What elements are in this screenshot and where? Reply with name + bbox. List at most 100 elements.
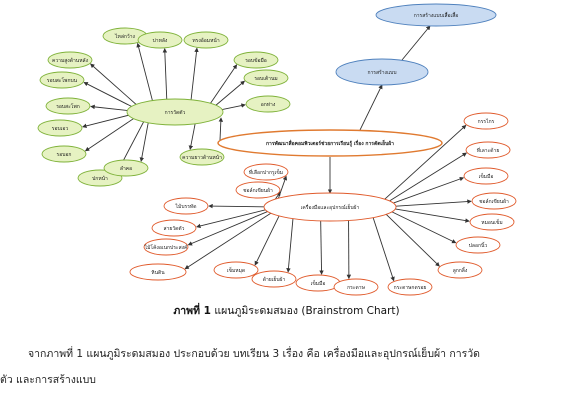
tools-item-3-label: สายวัดตัว xyxy=(164,226,185,232)
brainstorm-diagram: การพัฒนาสื่อคอมพิวเตอร์ช่วยการเรียนรู้ เ… xyxy=(37,3,517,296)
measure-item-1: บ่าหลัง xyxy=(137,31,183,49)
measure-item-12: ลำคอ xyxy=(103,159,149,177)
edge-tools-15 xyxy=(389,207,470,223)
measure-item-10: รอบอก xyxy=(41,145,87,163)
edge-tools-8 xyxy=(319,218,324,275)
figure-caption: ภาพที่ 1 แผนภูมิระดมสมอง (Brainstrom Cha… xyxy=(0,302,573,319)
tools-item-12: ที่เลาะด้าย xyxy=(465,141,511,159)
measure-item-9-shape xyxy=(37,119,83,137)
measure-item-0: ไหล่กว้าง xyxy=(102,27,148,45)
tools-item-11-label: กรรไกร xyxy=(478,118,495,125)
edge-measure-4 xyxy=(208,64,238,107)
tools-item-7: ด้ายเย็บผ้า xyxy=(251,270,297,288)
edge-measure-5 xyxy=(83,82,137,110)
edge-measure-2 xyxy=(190,47,199,102)
measure-item-12-shape xyxy=(103,159,149,177)
edge-tools-4 xyxy=(187,209,272,246)
measure-item-7: รอบสะโพก xyxy=(45,97,91,115)
tools-item-11-shape xyxy=(463,112,509,130)
edge-tools-2 xyxy=(208,203,271,209)
tools-item-16-shape xyxy=(455,236,501,254)
center-node-label: การพัฒนาสื่อคอมพิวเตอร์ช่วยการเรียนรู้ เ… xyxy=(266,139,394,148)
measure-item-4-shape xyxy=(233,51,279,69)
tools-item-9-label: กระดาษ xyxy=(347,285,365,291)
tools-item-13-label: เข็มมือ xyxy=(479,172,494,180)
edge-tools-5 xyxy=(184,210,275,270)
edge-measure-13 xyxy=(188,121,197,151)
tools-item-17-label: ลูกกลิ้ง xyxy=(453,265,468,274)
edge-tools-14 xyxy=(389,199,472,208)
hub-tools: เครื่องมือและอุปกรณ์เย็บผ้า xyxy=(263,192,397,222)
measure-item-5-shape xyxy=(39,71,85,89)
edge-measure-12 xyxy=(139,120,150,162)
tools-item-15: หมอนเข็ม xyxy=(469,213,515,231)
tools-item-2: ไม้บรรทัด xyxy=(163,197,209,215)
measure-item-10-label: รอบอก xyxy=(57,152,72,158)
edge-pattern-child xyxy=(401,25,431,61)
tools-item-3-shape xyxy=(151,219,197,237)
tools-item-9-shape xyxy=(333,278,379,296)
edge-tools-17 xyxy=(383,211,440,267)
hub-tools-label: เครื่องมือและอุปกรณ์เย็บผ้า xyxy=(301,203,360,211)
pattern-child-label: การสร้างแบบเสื้อเสื้อ xyxy=(414,10,459,19)
tools-item-15-label: หมอนเข็ม xyxy=(481,218,502,226)
tools-item-0-label: ที่เลือกปากรูเข็ม xyxy=(249,168,283,176)
tools-item-12-shape xyxy=(465,141,511,159)
tools-item-16-label: ปลอกนิ้ว xyxy=(469,240,488,249)
hub-pattern: การสร้างแบบ xyxy=(335,58,429,86)
edge-tools-6 xyxy=(254,213,281,266)
measure-item-5-label: รอบสะโพกบน xyxy=(47,77,78,84)
tools-item-8: เข็มมือ xyxy=(295,274,341,292)
tools-item-0-shape xyxy=(243,163,289,181)
measure-item-4: รอบข้อมือ xyxy=(233,51,279,69)
tools-item-4-shape xyxy=(143,238,189,256)
measure-item-5: รอบสะโพกบน xyxy=(39,71,85,89)
measure-item-1-shape xyxy=(137,31,183,49)
tools-item-10-label: กระดาษกดรอย xyxy=(394,285,427,291)
measure-item-3-label: ความสูงด้านหลัง xyxy=(52,57,89,64)
tools-item-5: หินดิน xyxy=(129,263,187,281)
edge-tools-3 xyxy=(196,208,271,229)
caption-label: ภาพที่ 1 xyxy=(173,305,211,317)
measure-item-13-shape xyxy=(179,148,225,166)
paragraph-line-2: ตัว และการสร้างแบบ xyxy=(0,374,96,386)
tools-item-15-shape xyxy=(469,213,515,231)
tools-item-2-shape xyxy=(163,197,209,215)
pattern-child: การสร้างแบบเสื้อเสื้อ xyxy=(375,3,497,27)
edge-tools-10 xyxy=(371,215,395,282)
measure-item-6: รอบเต้านม xyxy=(243,69,289,87)
edge-tools-13 xyxy=(388,176,465,206)
measure-item-8-shape xyxy=(245,95,291,113)
measure-item-13-label: ความยาวด้านหน้า xyxy=(182,154,222,161)
measure-item-8-label: อกห่าง xyxy=(261,102,276,108)
measure-item-7-shape xyxy=(45,97,91,115)
hub-measure-label: การวัดตัว xyxy=(165,110,186,116)
measure-item-7-label: รอบสะโพก xyxy=(56,103,80,110)
tools-item-17-shape xyxy=(437,261,483,279)
tools-item-4-label: ไม้โค้งอเนกประสงค์ xyxy=(144,244,188,251)
tools-item-16: ปลอกนิ้ว xyxy=(455,236,501,254)
tools-item-7-label: ด้ายเย็บผ้า xyxy=(263,275,286,283)
pattern-child-shape xyxy=(375,3,497,27)
tools-item-10-shape xyxy=(387,278,433,296)
measure-item-2-shape xyxy=(183,31,229,49)
measure-item-2: ทรงอ้อมหน้า xyxy=(183,31,229,49)
edge-measure-3 xyxy=(90,63,140,108)
measure-item-9: รอบเอว xyxy=(37,119,83,137)
tools-item-7-shape xyxy=(251,270,297,288)
tools-item-12-label: ที่เลาะด้าย xyxy=(477,147,500,154)
edge-measure-0 xyxy=(136,42,154,103)
caption-text: แผนภูมิระดมสมอง (Brainstrom Chart) xyxy=(210,305,400,317)
hub-pattern-label: การสร้างแบบ xyxy=(367,69,396,76)
edge-tools-7 xyxy=(286,216,294,273)
edge-measure-6 xyxy=(212,80,246,109)
measure-item-6-label: รอบเต้านม xyxy=(254,75,277,82)
tools-item-3: สายวัดตัว xyxy=(151,219,197,237)
edge-tools-12 xyxy=(386,152,468,204)
measure-item-12-label: ลำคอ xyxy=(120,166,132,172)
edge-tools-11 xyxy=(382,124,467,202)
tools-item-8-label: เข็มมือ xyxy=(311,279,326,287)
measure-item-3: ความสูงด้านหลัง xyxy=(47,51,93,69)
tools-item-6-shape xyxy=(213,261,259,279)
measure-item-1-label: บ่าหลัง xyxy=(153,38,168,44)
